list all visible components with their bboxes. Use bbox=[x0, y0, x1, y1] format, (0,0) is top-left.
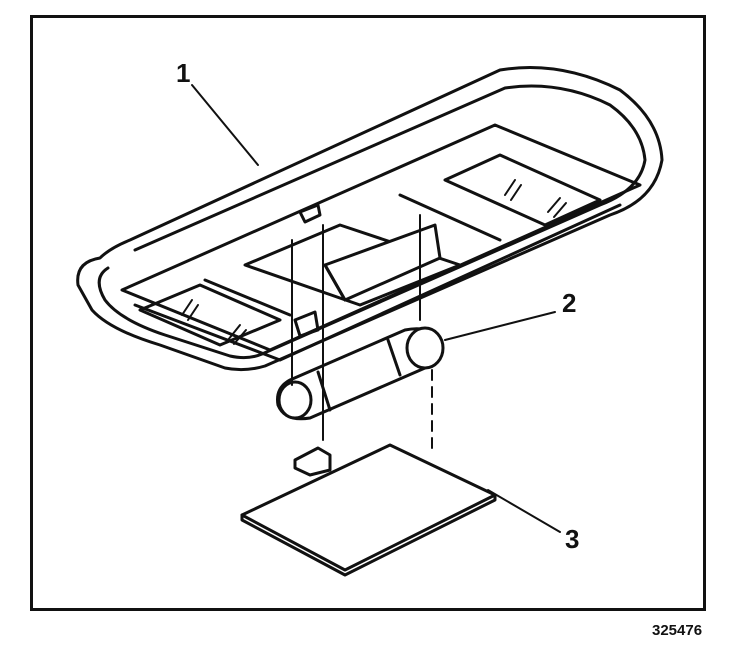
lamp-housing bbox=[76, 66, 664, 372]
bulb bbox=[276, 326, 445, 421]
callout-3: 3 bbox=[565, 524, 580, 554]
callout-1: 1 bbox=[176, 58, 191, 88]
figure-number: 325476 bbox=[652, 622, 703, 639]
lens-cover bbox=[240, 443, 497, 577]
diagram-frame bbox=[30, 15, 706, 611]
alignment-lines bbox=[291, 214, 433, 451]
callout-2: 2 bbox=[562, 288, 577, 318]
leader-lines bbox=[191, 84, 561, 533]
